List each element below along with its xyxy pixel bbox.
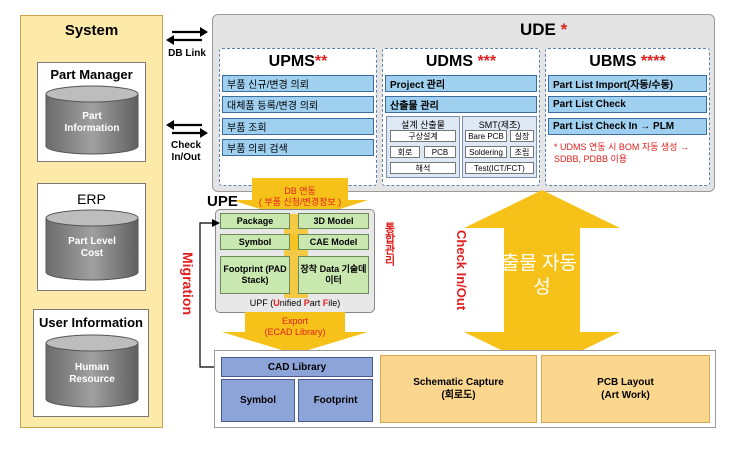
smt-title: SMT(제조) bbox=[478, 120, 521, 130]
design-output-analysis: 해석 bbox=[390, 162, 456, 174]
cad-symbol[interactable]: Symbol bbox=[221, 379, 295, 422]
ubms-panel bbox=[545, 48, 710, 186]
upms-item-request-search[interactable]: 부품 의뢰 검색 bbox=[222, 139, 374, 156]
db-link-label: DB Link bbox=[168, 48, 206, 59]
system-title: System bbox=[64, 22, 119, 39]
upms-item-substitute-request[interactable]: 대체품 등록/변경 의뢰 bbox=[222, 96, 374, 113]
db-link-note: DB 연동( 부품 신청/변경정보 ) bbox=[258, 186, 342, 208]
ude-title: UDE * bbox=[520, 20, 568, 39]
cad-footprint[interactable]: Footprint bbox=[298, 379, 373, 422]
human-resource-label: Human Resource bbox=[69, 361, 115, 386]
design-output-circuit: 회로 bbox=[390, 146, 420, 158]
auto-output-label: 산출물 자동 생성 bbox=[484, 253, 600, 298]
ubms-item-check-in[interactable]: Part List Check In → PLM bbox=[548, 118, 707, 135]
schematic-capture-box[interactable]: Schematic Capture(회로도) bbox=[380, 355, 537, 423]
smt-mounting: 실장 bbox=[510, 130, 534, 142]
upe-title: UPE bbox=[207, 193, 238, 210]
pcb-layout-box[interactable]: PCB Layout(Art Work) bbox=[541, 355, 710, 423]
udms-item-project[interactable]: Project 관리 bbox=[385, 75, 537, 92]
upe-package[interactable]: Package bbox=[220, 213, 290, 229]
part-information-cylinder-icon bbox=[45, 85, 139, 155]
part-manager-title: Part Manager bbox=[50, 67, 133, 82]
smt-assembly: 조립 bbox=[510, 146, 534, 158]
check-in-out-label: Check In/Out bbox=[170, 140, 201, 163]
human-resource-cylinder-icon bbox=[45, 334, 139, 408]
ubms-note: * UDMS 연동 시 BOM 자동 생성 → SDBB, PDBB 이용 bbox=[554, 142, 689, 164]
ubms-title: UBMS **** bbox=[589, 53, 666, 70]
upf-label: UPF (Unified Part File) bbox=[249, 298, 341, 308]
part-information-label: Part Information bbox=[64, 110, 120, 135]
smt-soldering: Soldering bbox=[465, 146, 507, 158]
upms-title: UPMS** bbox=[268, 53, 328, 70]
smt-test: Test(ICT/FCT) bbox=[465, 162, 534, 174]
integration-label: 통합관리 bbox=[383, 222, 395, 266]
upe-mounting-data[interactable]: 장착 Data 기술데이터 bbox=[298, 256, 369, 294]
udms-title: UDMS *** bbox=[425, 53, 497, 70]
design-output-pcb: PCB bbox=[424, 146, 456, 158]
ubms-item-check[interactable]: Part List Check bbox=[548, 96, 707, 113]
upms-item-new-part-request[interactable]: 부품 신규/변경 의뢰 bbox=[222, 75, 374, 92]
part-level-cost-cylinder-icon bbox=[45, 209, 139, 281]
check-in-out-vertical-label: Check In/Out bbox=[454, 230, 469, 311]
check-in-out-arrow-icon bbox=[166, 120, 208, 138]
export-down-arrow-icon bbox=[222, 312, 368, 354]
cad-library-header[interactable]: CAD Library bbox=[221, 357, 373, 377]
ubms-item-import[interactable]: Part List Import(자동/수동) bbox=[548, 75, 707, 92]
migration-connector-icon bbox=[199, 219, 222, 368]
upe-symbol[interactable]: Symbol bbox=[220, 234, 290, 250]
upms-item-part-search[interactable]: 부품 조회 bbox=[222, 118, 374, 135]
upe-cae-model[interactable]: CAE Model bbox=[298, 234, 369, 250]
upe-3d-model[interactable]: 3D Model bbox=[298, 213, 369, 229]
migration-label: Migration bbox=[180, 252, 196, 315]
upe-footprint[interactable]: Footprint (PAD Stack) bbox=[220, 256, 290, 294]
udms-item-output[interactable]: 산출물 관리 bbox=[385, 96, 537, 113]
design-output-concept: 구상설계 bbox=[390, 130, 456, 142]
smt-bare-pcb: Bare PCB bbox=[465, 130, 507, 142]
part-level-cost-label: Part Level Cost bbox=[68, 235, 116, 260]
design-output-title: 설계 산출물 bbox=[401, 120, 445, 130]
export-note: Export(ECAD Library) bbox=[264, 316, 326, 338]
db-link-arrow-icon bbox=[166, 27, 208, 45]
upms-panel bbox=[219, 48, 377, 186]
user-information-title: User Information bbox=[38, 315, 143, 330]
auto-output-arrow-icon bbox=[464, 190, 620, 370]
erp-title: ERP bbox=[77, 191, 106, 207]
